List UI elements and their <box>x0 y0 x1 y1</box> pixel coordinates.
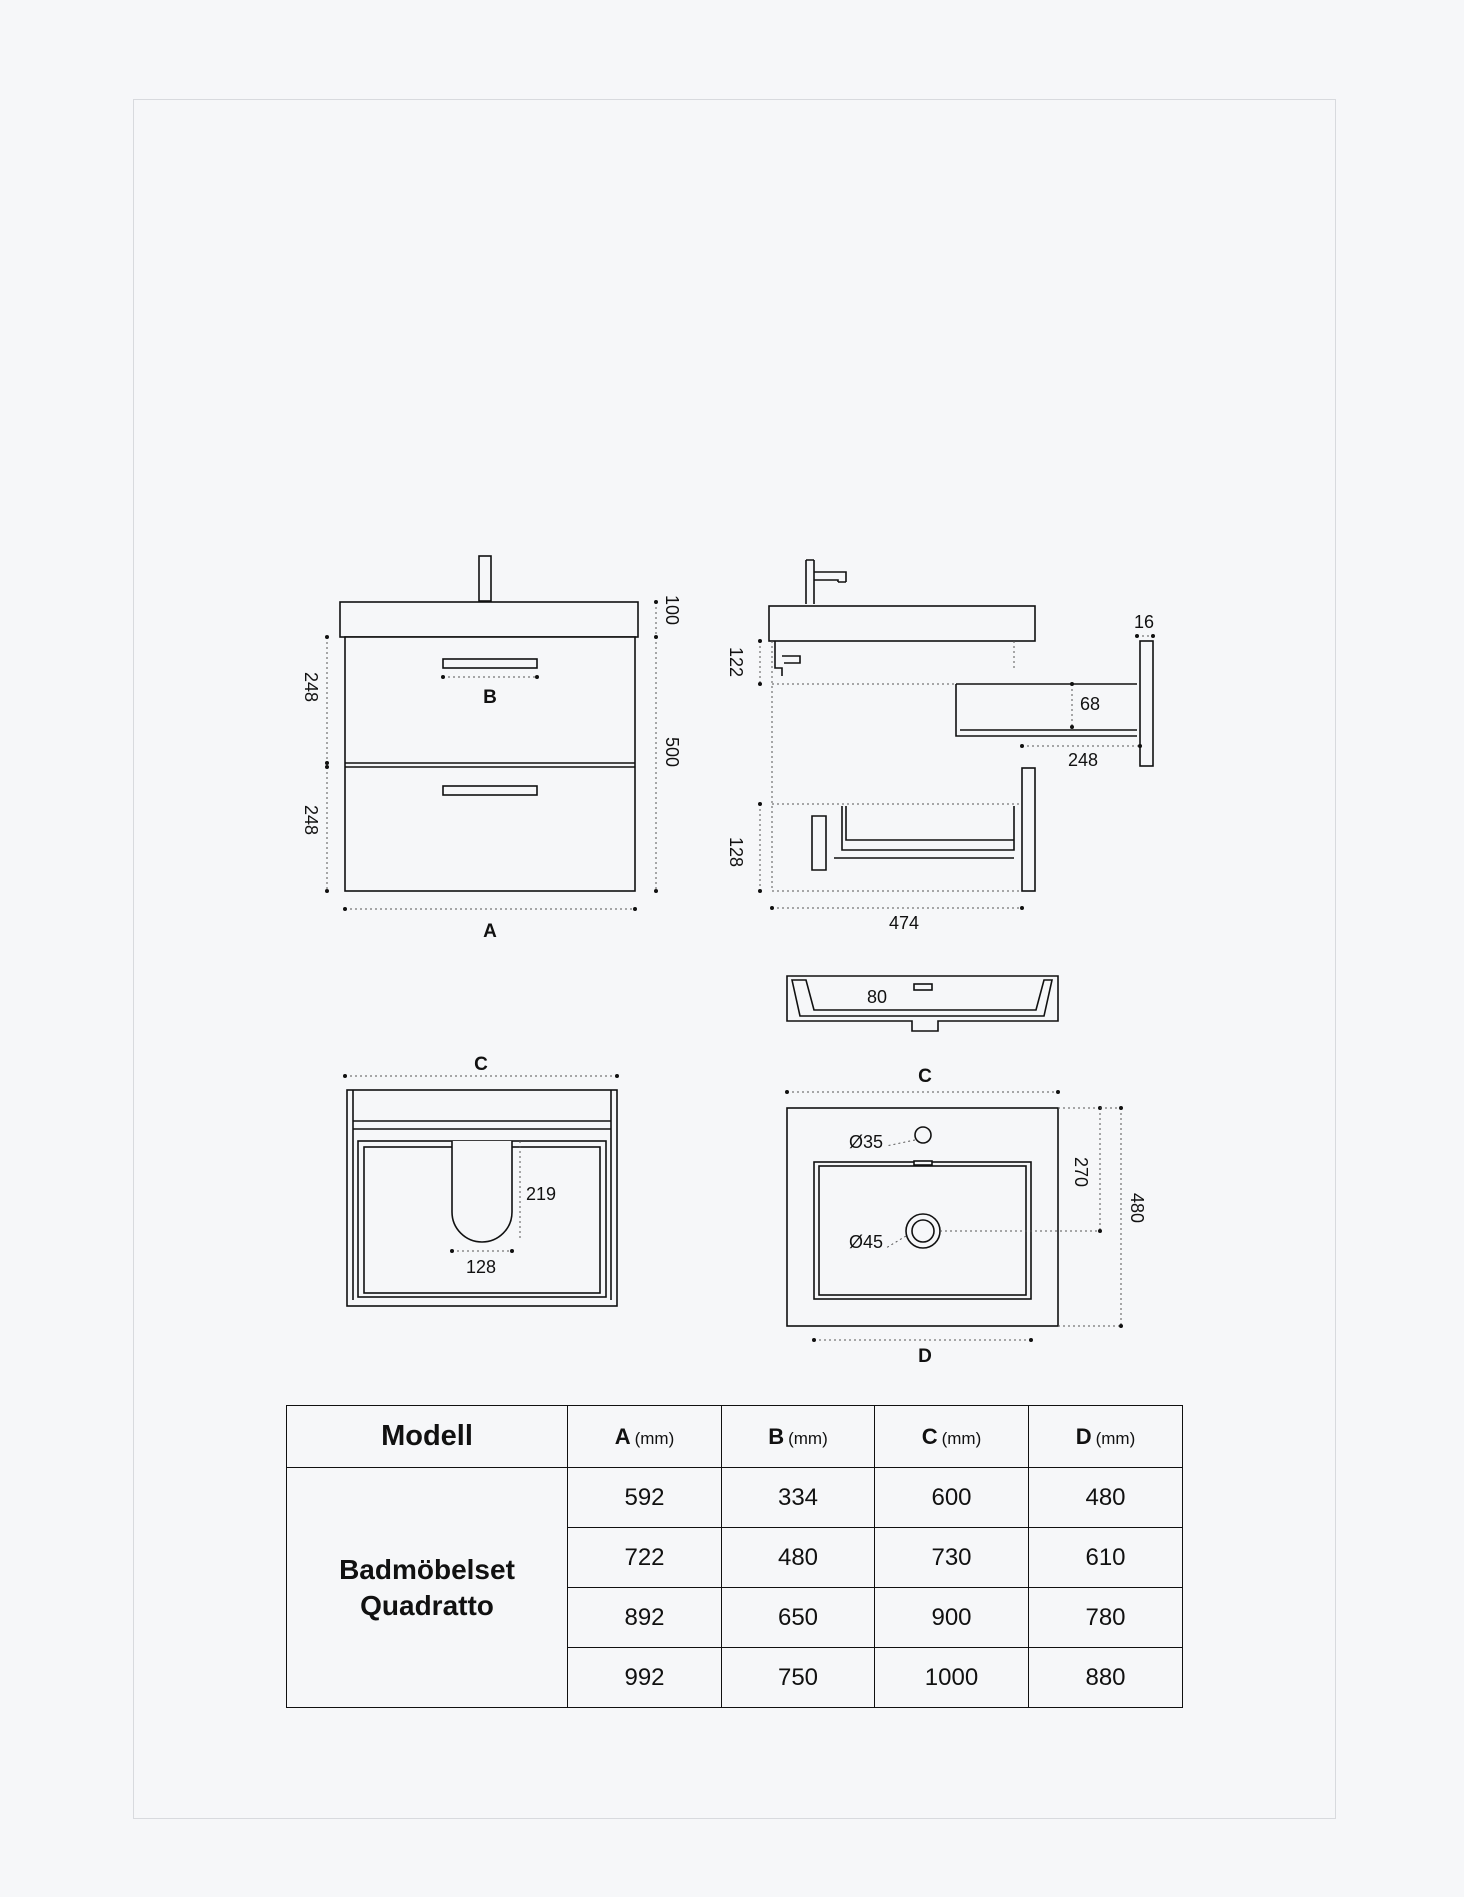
table-cell: 900 <box>874 1587 1029 1648</box>
faucet-side <box>805 559 847 604</box>
handle-upper <box>442 658 538 669</box>
siphon-cutout <box>451 1141 513 1243</box>
basin-top-outline <box>786 1107 1059 1327</box>
side-view: 68 248 16 122 128 474 <box>726 559 1155 933</box>
basin-section: 80 <box>786 975 1059 1032</box>
dim-128-cabinet: 128 <box>466 1257 496 1277</box>
lower-drawer <box>811 806 1015 871</box>
basin-top <box>339 601 639 638</box>
table-cell: 480 <box>1028 1467 1183 1528</box>
front-view: B A 248 248 100 500 <box>301 555 682 942</box>
dim-270: 270 <box>1071 1157 1091 1187</box>
dim-80: 80 <box>867 987 887 1007</box>
table-row: 722 480 730 610 <box>287 1527 1183 1588</box>
dim-68: 68 <box>1080 694 1100 714</box>
faucet <box>478 555 492 602</box>
table-cell: 892 <box>567 1587 722 1648</box>
table-cell: 610 <box>1028 1527 1183 1588</box>
dim-128-side: 128 <box>726 837 746 867</box>
table-row: Badmöbelset Quadratto 592 334 600 480 <box>286 1467 1183 1708</box>
table-cell: 1000 <box>874 1647 1029 1708</box>
label-width-c-cabinet: C <box>474 1054 488 1075</box>
label-width-a: A <box>483 921 497 942</box>
table-cell: 600 <box>874 1467 1029 1528</box>
table-cell: 992 <box>567 1647 722 1708</box>
table-cell: 480 <box>721 1527 875 1588</box>
dim-drawer-bottom: 248 <box>301 805 321 835</box>
tap-hole <box>914 1126 932 1144</box>
label-width-c-basin: C <box>918 1066 932 1087</box>
dim-drain: Ø45 <box>849 1232 883 1252</box>
model-name-cell: Badmöbelset Quadratto <box>286 1467 568 1708</box>
label-handle-b: B <box>483 687 497 708</box>
siphon <box>774 641 801 676</box>
table-cell: 780 <box>1028 1587 1183 1648</box>
table-cell: 334 <box>721 1467 875 1528</box>
table-cell: 880 <box>1028 1647 1183 1708</box>
dim-tap-hole: Ø35 <box>849 1132 883 1152</box>
cabinet-body <box>344 636 636 892</box>
model-name-line2: Quadratto <box>360 1589 494 1621</box>
table-cell: 592 <box>567 1467 722 1528</box>
table-cell: 730 <box>874 1527 1029 1588</box>
lower-drawer-front <box>1021 767 1036 892</box>
dim-248: 248 <box>1068 750 1098 770</box>
basin-section-outline <box>786 975 1059 1032</box>
cabinet-top-view: C 219 128 <box>343 1054 619 1307</box>
handle-lower <box>442 785 538 796</box>
dim-16: 16 <box>1134 612 1154 632</box>
header-d: D(mm) <box>1028 1405 1183 1468</box>
dim-drawer-top: 248 <box>301 672 321 702</box>
dim-219: 219 <box>526 1184 556 1204</box>
upper-drawer-front <box>1139 640 1154 767</box>
table-cell: 750 <box>721 1647 875 1708</box>
model-name-line1: Badmöbelset <box>339 1553 515 1585</box>
dim-height-500: 500 <box>662 737 682 767</box>
basin-top-view: C Ø35 Ø45 270 480 D <box>785 1066 1147 1367</box>
dimension-table: Modell A(mm) B(mm) C(mm) D(mm) Badmöbels… <box>286 1405 1183 1708</box>
table-cell: 722 <box>567 1527 722 1588</box>
dim-474: 474 <box>889 913 919 933</box>
dim-top-100: 100 <box>662 595 682 625</box>
table-row: 892 650 900 780 <box>287 1587 1183 1648</box>
dim-122: 122 <box>726 647 746 677</box>
header-c: C(mm) <box>874 1405 1029 1468</box>
label-bowl-d: D <box>918 1346 932 1367</box>
table-header-row: Modell A(mm) B(mm) C(mm) D(mm) <box>286 1405 1183 1468</box>
header-model: Modell <box>286 1405 568 1468</box>
table-row: 992 750 1000 880 <box>287 1647 1183 1708</box>
header-a: A(mm) <box>567 1405 722 1468</box>
upper-drawer-open <box>955 683 1137 737</box>
table-cell: 650 <box>721 1587 875 1648</box>
header-b: B(mm) <box>721 1405 875 1468</box>
dim-480: 480 <box>1127 1193 1147 1223</box>
basin-side <box>768 605 1036 642</box>
